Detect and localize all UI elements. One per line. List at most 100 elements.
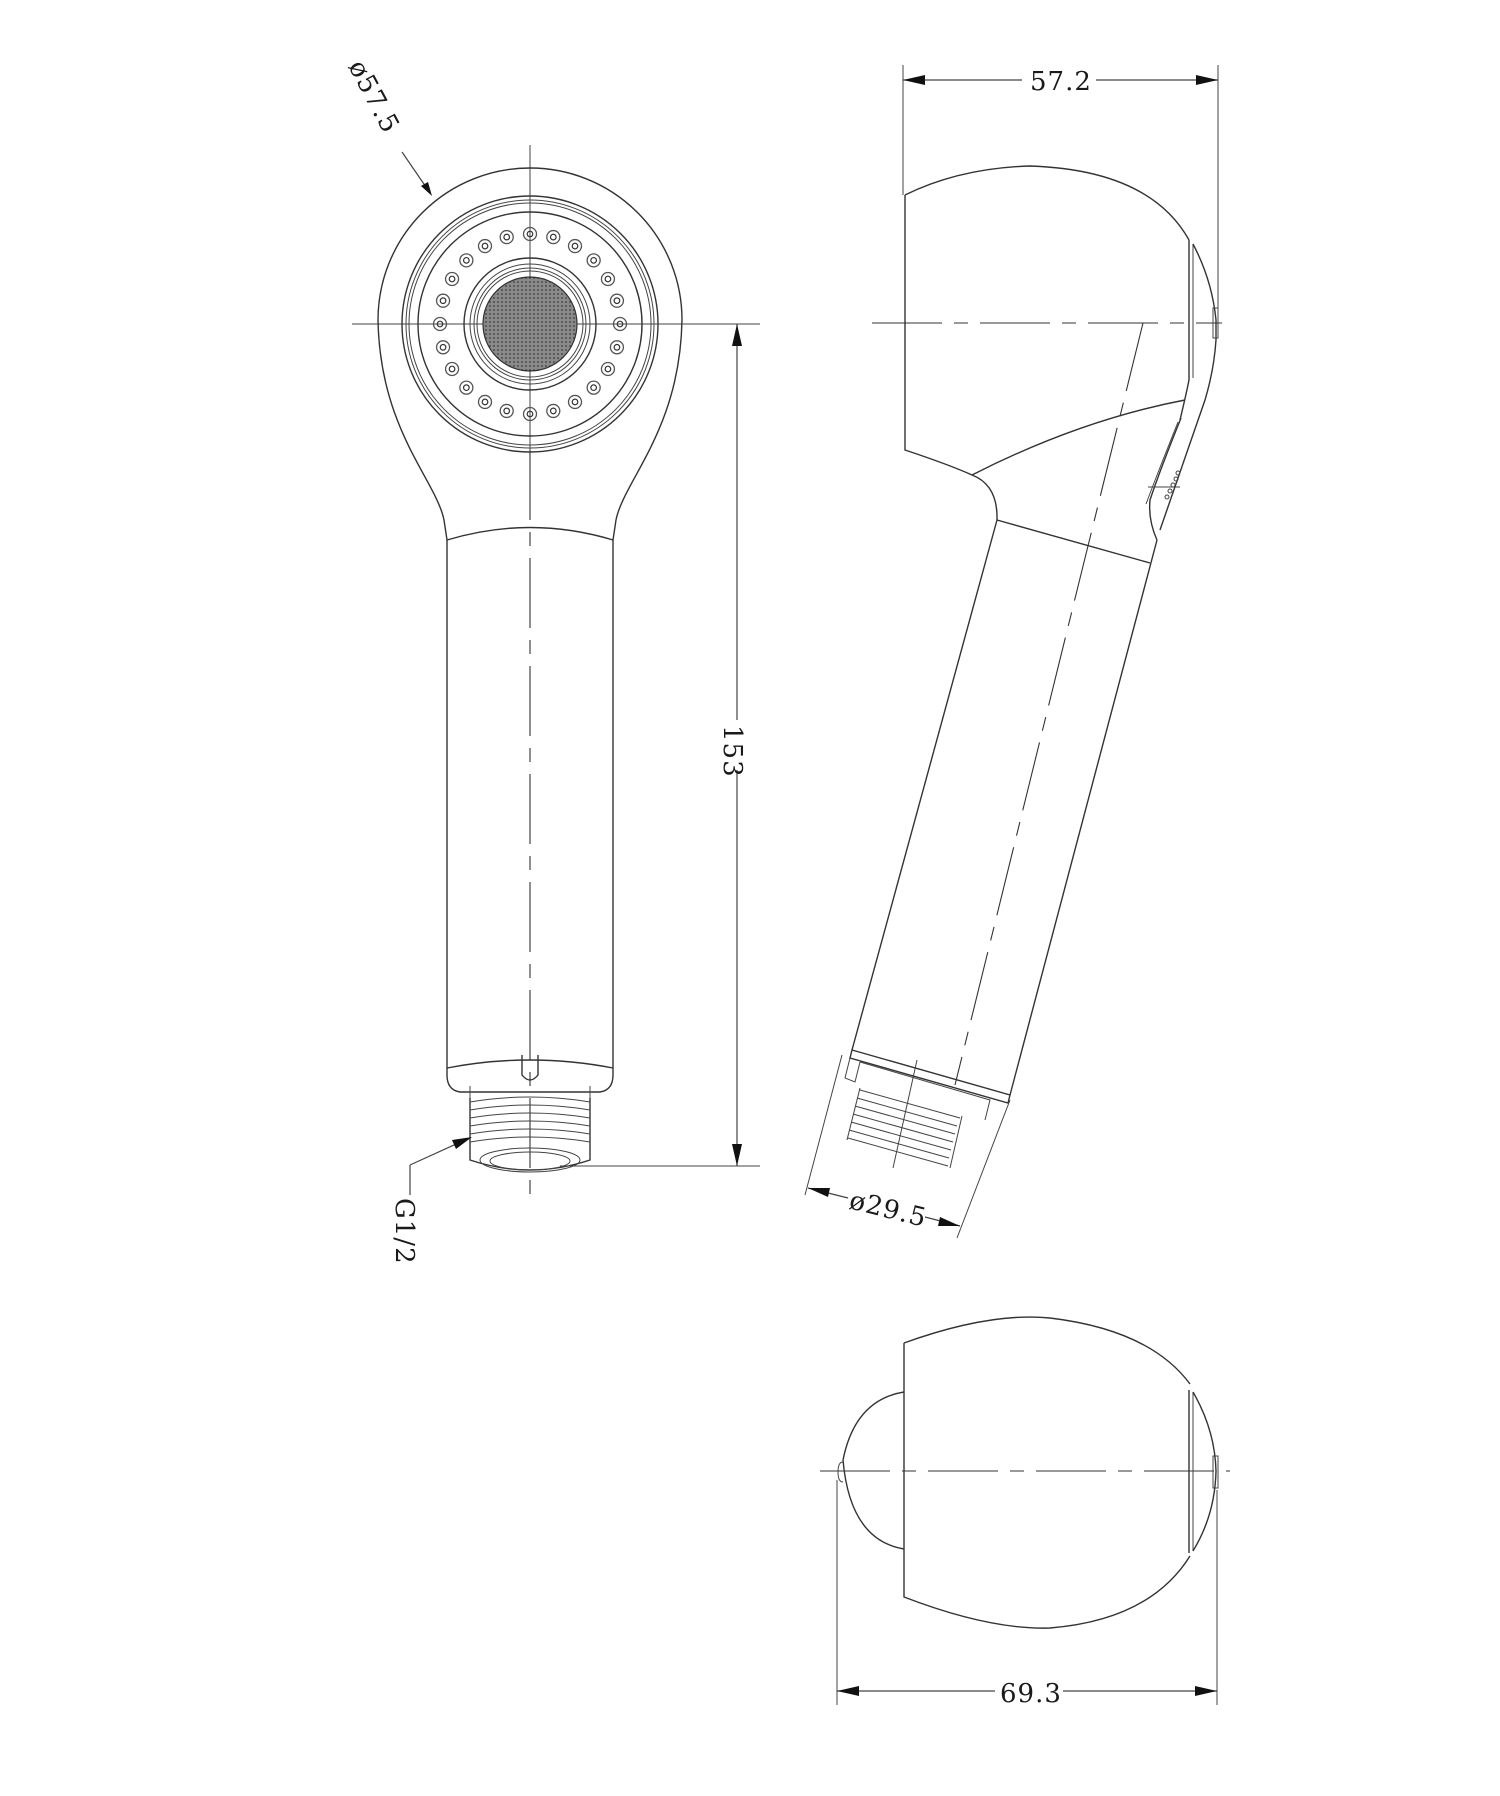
spray-nozzle-hole [571,398,579,406]
spray-nozzle [612,316,628,332]
spray-nozzle-hole [571,242,579,250]
spray-nozzle [477,394,493,410]
aerator-ring-2 [469,263,591,385]
aerator-mesh [482,276,578,372]
spray-nozzle-hole [436,320,444,328]
spray-nozzle-hole [549,407,557,415]
aerator-ring-3 [473,267,587,381]
spray-nozzle-hole [439,343,447,351]
spray-nozzle-hole [616,320,624,328]
nozzle-ring [432,226,628,422]
spray-nozzle-hole [526,410,534,418]
spray-nozzle [567,238,583,254]
collar-notch [521,1055,539,1081]
spray-nozzle-hole [462,256,470,264]
spray-nozzle-hole [481,398,489,406]
head-outline [377,167,683,521]
spray-nozzle-hole [503,233,511,241]
side-handle-left-edge [851,519,998,1051]
side-collar-step [859,1061,991,1121]
top-button-nub [1212,1455,1219,1489]
spray-nozzle-hole [503,407,511,415]
spray-nozzle [586,253,601,268]
handle-top-cap [446,526,614,541]
spray-nozzle [459,380,474,395]
side-handle-top-seam [996,519,1151,564]
spray-nozzle [609,293,625,308]
side-collar-tab [844,1057,861,1083]
thread-fitting [469,1096,591,1173]
spray-nozzle [522,406,538,422]
spray-nozzle-hole [462,384,470,392]
top-rear-dome [842,1391,905,1550]
side-button-nub [1212,307,1219,339]
spray-nozzle [609,340,625,355]
dim-overall-length: 153 [560,323,760,1167]
spray-nozzle [546,229,561,245]
spray-nozzle [600,271,616,287]
spray-nozzle [444,271,460,287]
neck-left [443,519,448,541]
spray-nozzle-hole [613,297,621,305]
dim-overall-length-label: 153 [717,725,747,778]
face-ring-3 [408,202,652,446]
dim-outlet-diameter-label: ø29.5 [846,1186,929,1234]
side-shell-curve [971,399,1186,476]
side-face-outer-curve [1159,243,1217,531]
spray-nozzle [567,394,583,410]
spray-nozzle-hole [448,365,456,373]
side-collar [849,1049,1011,1104]
side-handle-right-edge [1009,539,1158,1096]
spray-nozzle [477,238,493,254]
spray-nozzle [435,293,451,308]
aerator-ring-1 [463,257,597,391]
spray-nozzle [586,380,601,395]
collar-sides [469,1086,591,1100]
spray-nozzle [499,403,514,419]
side-trigger [1148,417,1182,541]
spray-nozzle [432,316,448,332]
side-head-outline [904,165,1190,521]
side-grip-dots [1164,470,1181,500]
spray-nozzle-hole [604,275,612,283]
spray-nozzle-hole [604,365,612,373]
dim-head-diameter-label: ø57.5 [342,55,405,138]
dim-top-width-label: 69.3 [1000,1679,1062,1709]
dim-side-width: 57.2 [902,65,1219,320]
spray-nozzle-hole [481,242,489,250]
spray-nozzle-hole [439,297,447,305]
spray-nozzle [435,340,451,355]
front-view: ø57.5 153 G1/2 [342,55,760,1265]
spray-nozzle-hole [448,275,456,283]
spray-nozzle-hole [590,256,598,264]
spray-nozzle [600,361,616,377]
spray-nozzle [522,226,538,242]
spray-nozzle-hole [549,233,557,241]
dim-head-diameter: ø57.5 [342,55,432,196]
side-view: 57.2 [804,65,1222,1239]
dim-thread-spec-label: G1/2 [389,1198,419,1265]
top-rear-nub [837,1461,844,1483]
side-trigger-inner [1145,421,1179,505]
spray-nozzle [459,253,474,268]
bottom-collar [446,1074,614,1093]
face-ring-2 [405,199,655,449]
side-face-plate [1179,240,1190,421]
face-ring-outer [401,195,659,453]
spray-nozzle [499,229,514,245]
spray-nozzle [444,361,460,377]
top-body-outline [903,1316,1191,1629]
side-thread [846,1059,963,1169]
spray-nozzle-hole [526,230,534,238]
top-face-curve [1192,1391,1217,1552]
spray-nozzle-hole [613,343,621,351]
aerator-ring-4 [476,270,584,378]
spray-nozzle-hole [590,384,598,392]
collar-top-curve [446,1059,614,1069]
side-handle-centerline [954,322,1144,1086]
top-view: 69.3 [820,1316,1230,1709]
spray-nozzle [546,403,561,419]
dim-thread-spec: G1/2 [389,1137,472,1265]
neck-right [612,519,617,541]
